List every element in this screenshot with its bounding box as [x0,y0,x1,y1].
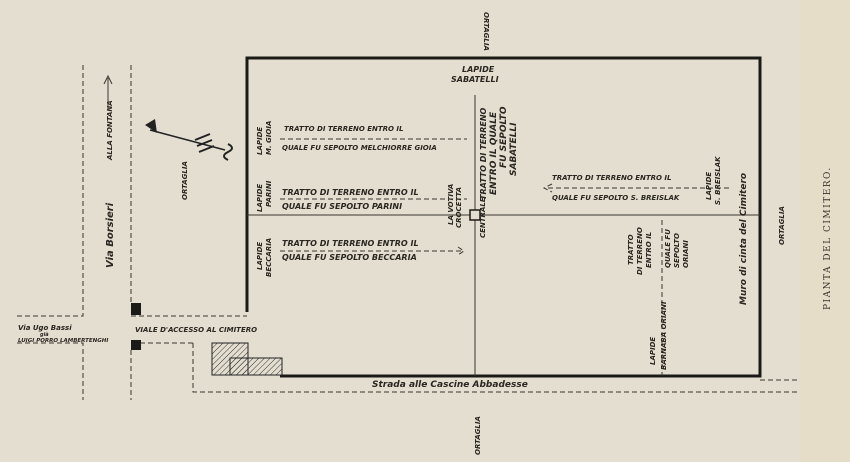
lapide-sabatelli: LAPIDE SABATELLI TRATTO DI TERRENO ENTRO… [451,65,519,238]
svg-text:QUALE FU SEPOLTO S. BREISLAK: QUALE FU SEPOLTO S. BREISLAK [552,194,680,202]
arrow-to-fontana-icon [103,74,113,110]
svg-text:TRATTO: TRATTO [627,234,635,265]
lapide-breislak: TRATTO DI TERRENO ENTRO IL QUALE FU SEPO… [542,156,730,205]
page-margin [800,0,850,462]
svg-text:QUALE FU: QUALE FU [664,229,672,268]
svg-text:QUALE FU SEPOLTO PARINI: QUALE FU SEPOLTO PARINI [282,202,402,211]
label-ortaglia-bottom: ORTAGLIA [474,416,482,455]
gate-pillar [131,340,141,350]
label-ortaglia-left: ORTAGLIA [181,161,189,200]
label-muro-di-cinta: Muro di cinta del Cimitero [739,173,749,305]
gate-pillar [131,303,141,315]
svg-text:BARNABA ORIANI: BARNABA ORIANI [660,301,668,370]
votive-cross-marker [469,209,481,221]
svg-text:TRATTO DI TERRENO ENTRO IL: TRATTO DI TERRENO ENTRO IL [284,125,404,133]
cemetery-wall [245,56,762,378]
label-strada-cascine: Strada alle Cascine Abbadesse [372,380,528,390]
svg-text:CROCETTA: CROCETTA [455,187,463,228]
label-ortaglia-right: ORTAGLIA [778,206,786,245]
svg-text:LAPIDE: LAPIDE [256,242,264,270]
label-via-ugo-bassi: Via Ugo Bassi [18,324,72,332]
svg-text:QUALE FU SEPOLTO BECCARIA: QUALE FU SEPOLTO BECCARIA [282,253,417,262]
svg-text:DI TERRENO: DI TERRENO [636,227,644,275]
svg-text:ENTRO IL QUALE: ENTRO IL QUALE [489,111,499,195]
compass-north-arrow-icon [145,119,233,161]
svg-text:LA VOTIVA: LA VOTIVA [447,184,455,225]
label-alla-fontana: ALLA FONTANA [106,100,114,161]
lapide-parini: LAPIDE PARINI TRATTO DI TERRENO ENTRO IL… [256,180,467,212]
votive-cross-label: LA VOTIVA CROCETTA [447,184,463,228]
svg-text:BECCARIA: BECCARIA [265,238,273,277]
roads [17,65,800,400]
lapide-oriani: TRATTO DI TERRENO ENTRO IL QUALE FU SEPO… [627,220,690,376]
label-gia: già [40,331,49,338]
label-luigi-porro-lambertenghi: LUIGI PORRO LAMBERTENGHI [18,338,108,344]
label-ortaglia-top: ORTAGLIA [482,12,490,51]
svg-text:PARINI: PARINI [265,180,273,207]
svg-text:TRATTO DI TERRENO ENTRO IL: TRATTO DI TERRENO ENTRO IL [282,239,419,248]
building [229,357,283,376]
lapide-gioia: LAPIDE M. GIOIA TRATTO DI TERRENO ENTRO … [256,121,467,155]
svg-text:LAPIDE: LAPIDE [462,65,495,74]
label-viale-accesso: VIALE D'ACCESSO AL CIMITERO [135,326,257,334]
svg-text:LAPIDE: LAPIDE [705,172,713,200]
svg-text:M. GIOIA: M. GIOIA [265,121,273,155]
page-title: PIANTA DEL CIMITERO. [823,166,833,310]
svg-text:CENTRALE: CENTRALE [479,197,487,238]
svg-text:LAPIDE: LAPIDE [649,337,657,365]
svg-text:SABATELLI: SABATELLI [509,122,519,176]
svg-text:TRATTO DI TERRENO ENTRO IL: TRATTO DI TERRENO ENTRO IL [552,174,672,182]
svg-text:TRATTO DI TERRENO ENTRO IL: TRATTO DI TERRENO ENTRO IL [282,188,419,197]
svg-text:ORIANI: ORIANI [682,240,690,268]
svg-text:FU SEPOLTO: FU SEPOLTO [499,106,509,168]
label-via-borsieri: Via Borsieri [105,202,116,268]
svg-text:LAPIDE: LAPIDE [256,184,264,212]
svg-text:LAPIDE: LAPIDE [256,127,264,155]
svg-text:QUALE FU SEPOLTO MELCHIORRE GI: QUALE FU SEPOLTO MELCHIORRE GIOIA [282,144,437,152]
svg-text:ENTRO IL: ENTRO IL [645,232,653,268]
svg-text:SABATELLI: SABATELLI [451,75,499,84]
svg-text:SEPOLTO: SEPOLTO [673,233,681,268]
svg-text:TRATTO DI TERRENO: TRATTO DI TERRENO [479,107,488,200]
svg-text:S. BREISLAK: S. BREISLAK [714,156,722,205]
lapide-beccaria: LAPIDE BECCARIA TRATTO DI TERRENO ENTRO … [256,238,465,277]
